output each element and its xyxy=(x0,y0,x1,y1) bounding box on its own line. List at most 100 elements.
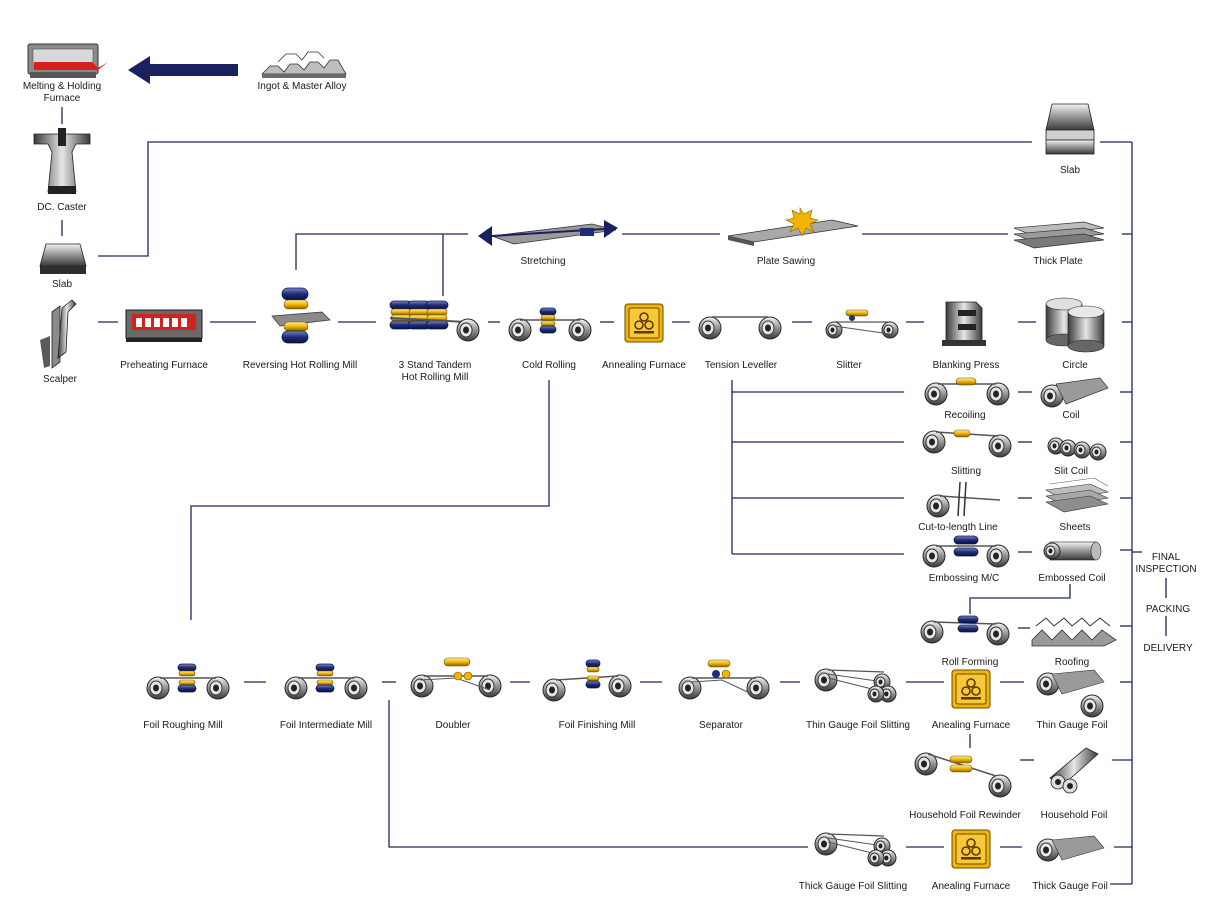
tandem-mill-label-2: Hot Rolling Mill xyxy=(402,372,469,383)
foil-roughing-mill-station: Foil Roughing Mill xyxy=(143,663,230,731)
slab-icon xyxy=(39,243,87,274)
tension-leveller-label: Tension Leveller xyxy=(705,360,778,371)
slitting-label: Slitting xyxy=(951,466,981,477)
blanking-press-icon xyxy=(942,301,986,346)
stretching-label: Stretching xyxy=(520,256,565,267)
doubler-label: Doubler xyxy=(435,720,471,731)
stretching-station: Stretching xyxy=(478,220,618,267)
roll-forming-station: Roll Forming xyxy=(920,615,1010,668)
foil-roughing-mill-icon xyxy=(146,663,230,700)
thin-gauge-foil-icon xyxy=(1036,669,1105,718)
dc-caster-icon xyxy=(33,128,91,194)
separator-label: Separator xyxy=(699,720,744,731)
slab-left-label: Slab xyxy=(52,279,72,290)
slitter-label: Slitter xyxy=(836,360,862,371)
household-foil-label: Household Foil xyxy=(1041,810,1108,821)
foil-intermediate-mill-station: Foil Intermediate Mill xyxy=(280,663,372,731)
annealing-furnace-3-station: Anealing Furnace xyxy=(932,829,1011,892)
packing-label: PACKING xyxy=(1146,604,1190,615)
thick-gauge-foil-slitting-label: Thick Gauge Foil Slitting xyxy=(799,881,907,892)
plate-sawing-station: Plate Sawing xyxy=(727,207,859,267)
delivery-label: DELIVERY xyxy=(1143,643,1193,654)
sheets-station: Sheets xyxy=(1045,477,1110,533)
coil-icon xyxy=(1040,377,1109,408)
roll-forming-icon xyxy=(920,615,1010,646)
scalper-label: Scalper xyxy=(43,374,78,385)
annealing-furnace-3-label: Anealing Furnace xyxy=(932,881,1011,892)
thick-gauge-foil-label: Thick Gauge Foil xyxy=(1032,881,1108,892)
slitting-station: Slitting xyxy=(922,429,1012,477)
embossed-coil-icon xyxy=(1043,541,1102,561)
foil-finishing-mill-icon xyxy=(542,659,632,702)
preheating-furnace-label: Preheating Furnace xyxy=(120,360,208,371)
recoiling-icon xyxy=(924,377,1010,406)
tandem-mill-icon xyxy=(389,300,480,342)
preheating-furnace-station: Preheating Furnace xyxy=(120,309,208,371)
sheets-label: Sheets xyxy=(1059,522,1090,533)
household-foil-station: Household Foil xyxy=(1041,747,1108,821)
recoiling-label: Recoiling xyxy=(944,410,985,421)
scalper-station: Scalper xyxy=(40,299,78,385)
feed-arrow-icon xyxy=(128,56,238,84)
coil-station: Coil xyxy=(1040,377,1109,421)
cold-rolling-station: Cold Rolling xyxy=(508,307,592,371)
stretching-icon xyxy=(478,220,618,246)
slit-coil-icon xyxy=(1047,437,1107,461)
tandem-mill-label-1: 3 Stand Tandem xyxy=(399,360,472,371)
slitting-icon xyxy=(922,429,1012,458)
embossed-coil-label: Embossed Coil xyxy=(1038,573,1105,584)
roofing-label: Roofing xyxy=(1055,657,1089,668)
slit-coil-station: Slit Coil xyxy=(1047,437,1107,477)
cut-to-length-label: Cut-to-length Line xyxy=(918,522,998,533)
embossing-icon xyxy=(922,535,1010,568)
cut-to-length-icon xyxy=(926,481,1001,518)
slitter-station: Slitter xyxy=(825,309,899,371)
slab-right-station: Slab xyxy=(1045,103,1095,176)
annealing-furnace-1-station: Annealing Furnace xyxy=(602,303,686,371)
reversing-mill-label: Reversing Hot Rolling Mill xyxy=(243,360,357,371)
annealing-furnace-icon xyxy=(951,669,991,709)
reversing-mill-icon xyxy=(271,287,331,344)
separator-icon xyxy=(678,659,770,700)
cold-rolling-label: Cold Rolling xyxy=(522,360,576,371)
thick-gauge-foil-slitting-station: Thick Gauge Foil Slitting xyxy=(799,832,907,892)
melting-furnace-label-1: Melting & Holding xyxy=(23,81,101,92)
foil-intermediate-mill-label: Foil Intermediate Mill xyxy=(280,720,372,731)
melting-furnace-station: Melting & Holding Furnace xyxy=(23,43,108,104)
ingot-station: Ingot & Master Alloy xyxy=(258,51,347,92)
circle-label: Circle xyxy=(1062,360,1088,371)
slit-coil-label: Slit Coil xyxy=(1054,466,1088,477)
thick-gauge-foil-icon xyxy=(1036,835,1105,862)
slitter-icon xyxy=(825,309,899,339)
foil-finishing-mill-station: Foil Finishing Mill xyxy=(542,659,635,731)
thick-plate-label: Thick Plate xyxy=(1033,256,1083,267)
thin-gauge-foil-label: Thin Gauge Foil xyxy=(1036,720,1107,731)
embossing-label: Embossing M/C xyxy=(929,573,1000,584)
recoiling-station: Recoiling xyxy=(924,377,1010,421)
dc-caster-label: DC. Caster xyxy=(37,202,87,213)
roofing-station: Roofing xyxy=(1031,617,1117,668)
foil-intermediate-mill-icon xyxy=(284,663,368,700)
final-inspection-label-2: INSPECTION xyxy=(1135,564,1196,575)
foil-roughing-mill-label: Foil Roughing Mill xyxy=(143,720,222,731)
roll-forming-label: Roll Forming xyxy=(942,657,999,668)
tandem-mill-station: 3 Stand Tandem Hot Rolling Mill xyxy=(389,300,480,383)
tension-leveller-station: Tension Leveller xyxy=(698,316,782,371)
thick-plate-station: Thick Plate xyxy=(1013,221,1105,267)
annealing-furnace-2-label: Anealing Furnace xyxy=(932,720,1011,731)
thick-plate-icon xyxy=(1013,221,1105,249)
ingot-icon xyxy=(261,51,347,78)
doubler-station: Doubler xyxy=(410,657,502,731)
ingot-label: Ingot & Master Alloy xyxy=(258,81,347,92)
circle-stack-icon xyxy=(1045,297,1105,353)
doubler-icon xyxy=(410,657,502,698)
plate-sawing-icon xyxy=(727,207,859,246)
dc-caster-station: DC. Caster xyxy=(33,128,91,213)
annealing-furnace-icon xyxy=(951,829,991,869)
final-stages: FINAL INSPECTION PACKING DELIVERY xyxy=(1135,552,1196,654)
household-foil-rewinder-station: Household Foil Rewinder xyxy=(909,752,1022,821)
blanking-press-label: Blanking Press xyxy=(933,360,1000,371)
thin-gauge-foil-station: Thin Gauge Foil xyxy=(1036,669,1108,731)
thick-gauge-foil-station: Thick Gauge Foil xyxy=(1032,835,1108,892)
